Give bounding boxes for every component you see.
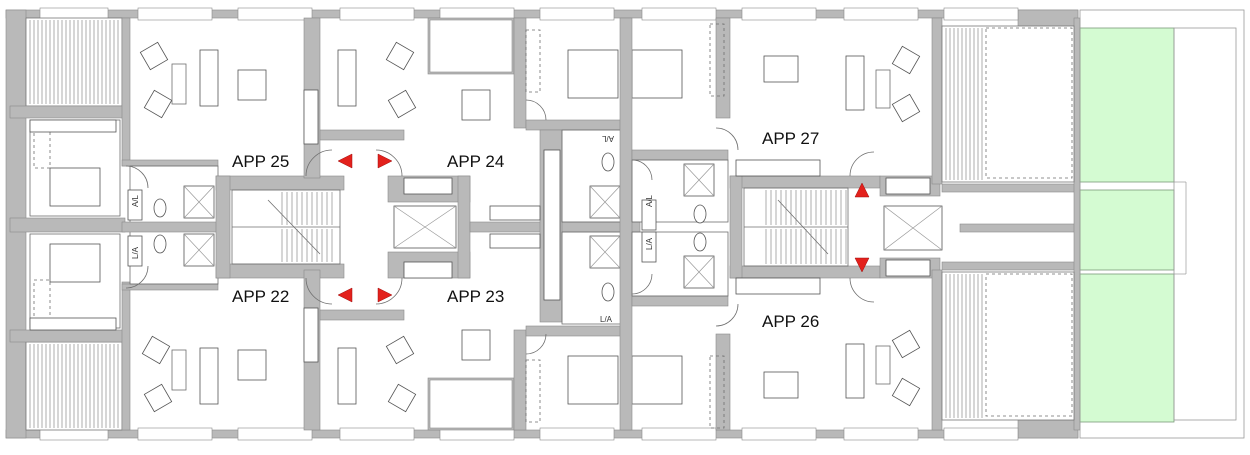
app22-furniture [141, 329, 491, 413]
right-stair-core [729, 159, 943, 295]
terrace-bottom [1079, 273, 1175, 423]
utility-label: L/A [131, 246, 140, 259]
left-core [121, 17, 219, 431]
middle-bedrooms [525, 17, 731, 431]
apartment-label-app22: APP 22 [232, 287, 289, 306]
entry-arrows [337, 153, 870, 303]
entry-arrow-app23 [377, 287, 393, 303]
right-core-baths [631, 159, 729, 297]
terrace-middle [1079, 189, 1175, 271]
entry-arrow-app27 [854, 182, 870, 198]
terraces [1079, 9, 1245, 439]
utility-label: A/L [645, 194, 654, 207]
app25-furniture [139, 41, 491, 121]
apartment-label-app24: APP 24 [447, 152, 504, 171]
utility-label: L/A [600, 315, 613, 324]
left-bedrooms [9, 105, 126, 343]
right-balconies [941, 25, 1075, 421]
apartment-label-app27: APP 27 [762, 129, 819, 148]
left-balconies [25, 17, 123, 431]
utility-label: A/L [131, 194, 140, 207]
terrace-top [1079, 27, 1175, 183]
apartment-label-app25: APP 25 [232, 152, 289, 171]
entry-arrow-app26 [854, 257, 870, 273]
doors [125, 99, 875, 355]
left-stair-core [215, 175, 345, 279]
app27-furniture [763, 45, 921, 123]
utility-label: A/L [601, 134, 614, 143]
utility-label: L/A [645, 237, 654, 250]
right-walls [931, 17, 1081, 431]
entry-arrow-app22 [337, 287, 353, 303]
entry-arrow-app25 [337, 153, 353, 169]
app26-furniture [763, 329, 921, 407]
utility-labels: A/L L/A A/L L/A A/L L/A [131, 134, 654, 324]
windows [39, 7, 1019, 441]
left-apartment-walls [303, 17, 405, 431]
apartment-label-app26: APP 26 [762, 312, 819, 331]
apartment-labels: APP 25 APP 24 APP 22 APP 23 APP 27 APP 2… [232, 129, 819, 331]
middle-walls [427, 17, 627, 431]
entry-arrow-app24 [377, 153, 393, 169]
apartment-label-app23: APP 23 [447, 287, 504, 306]
